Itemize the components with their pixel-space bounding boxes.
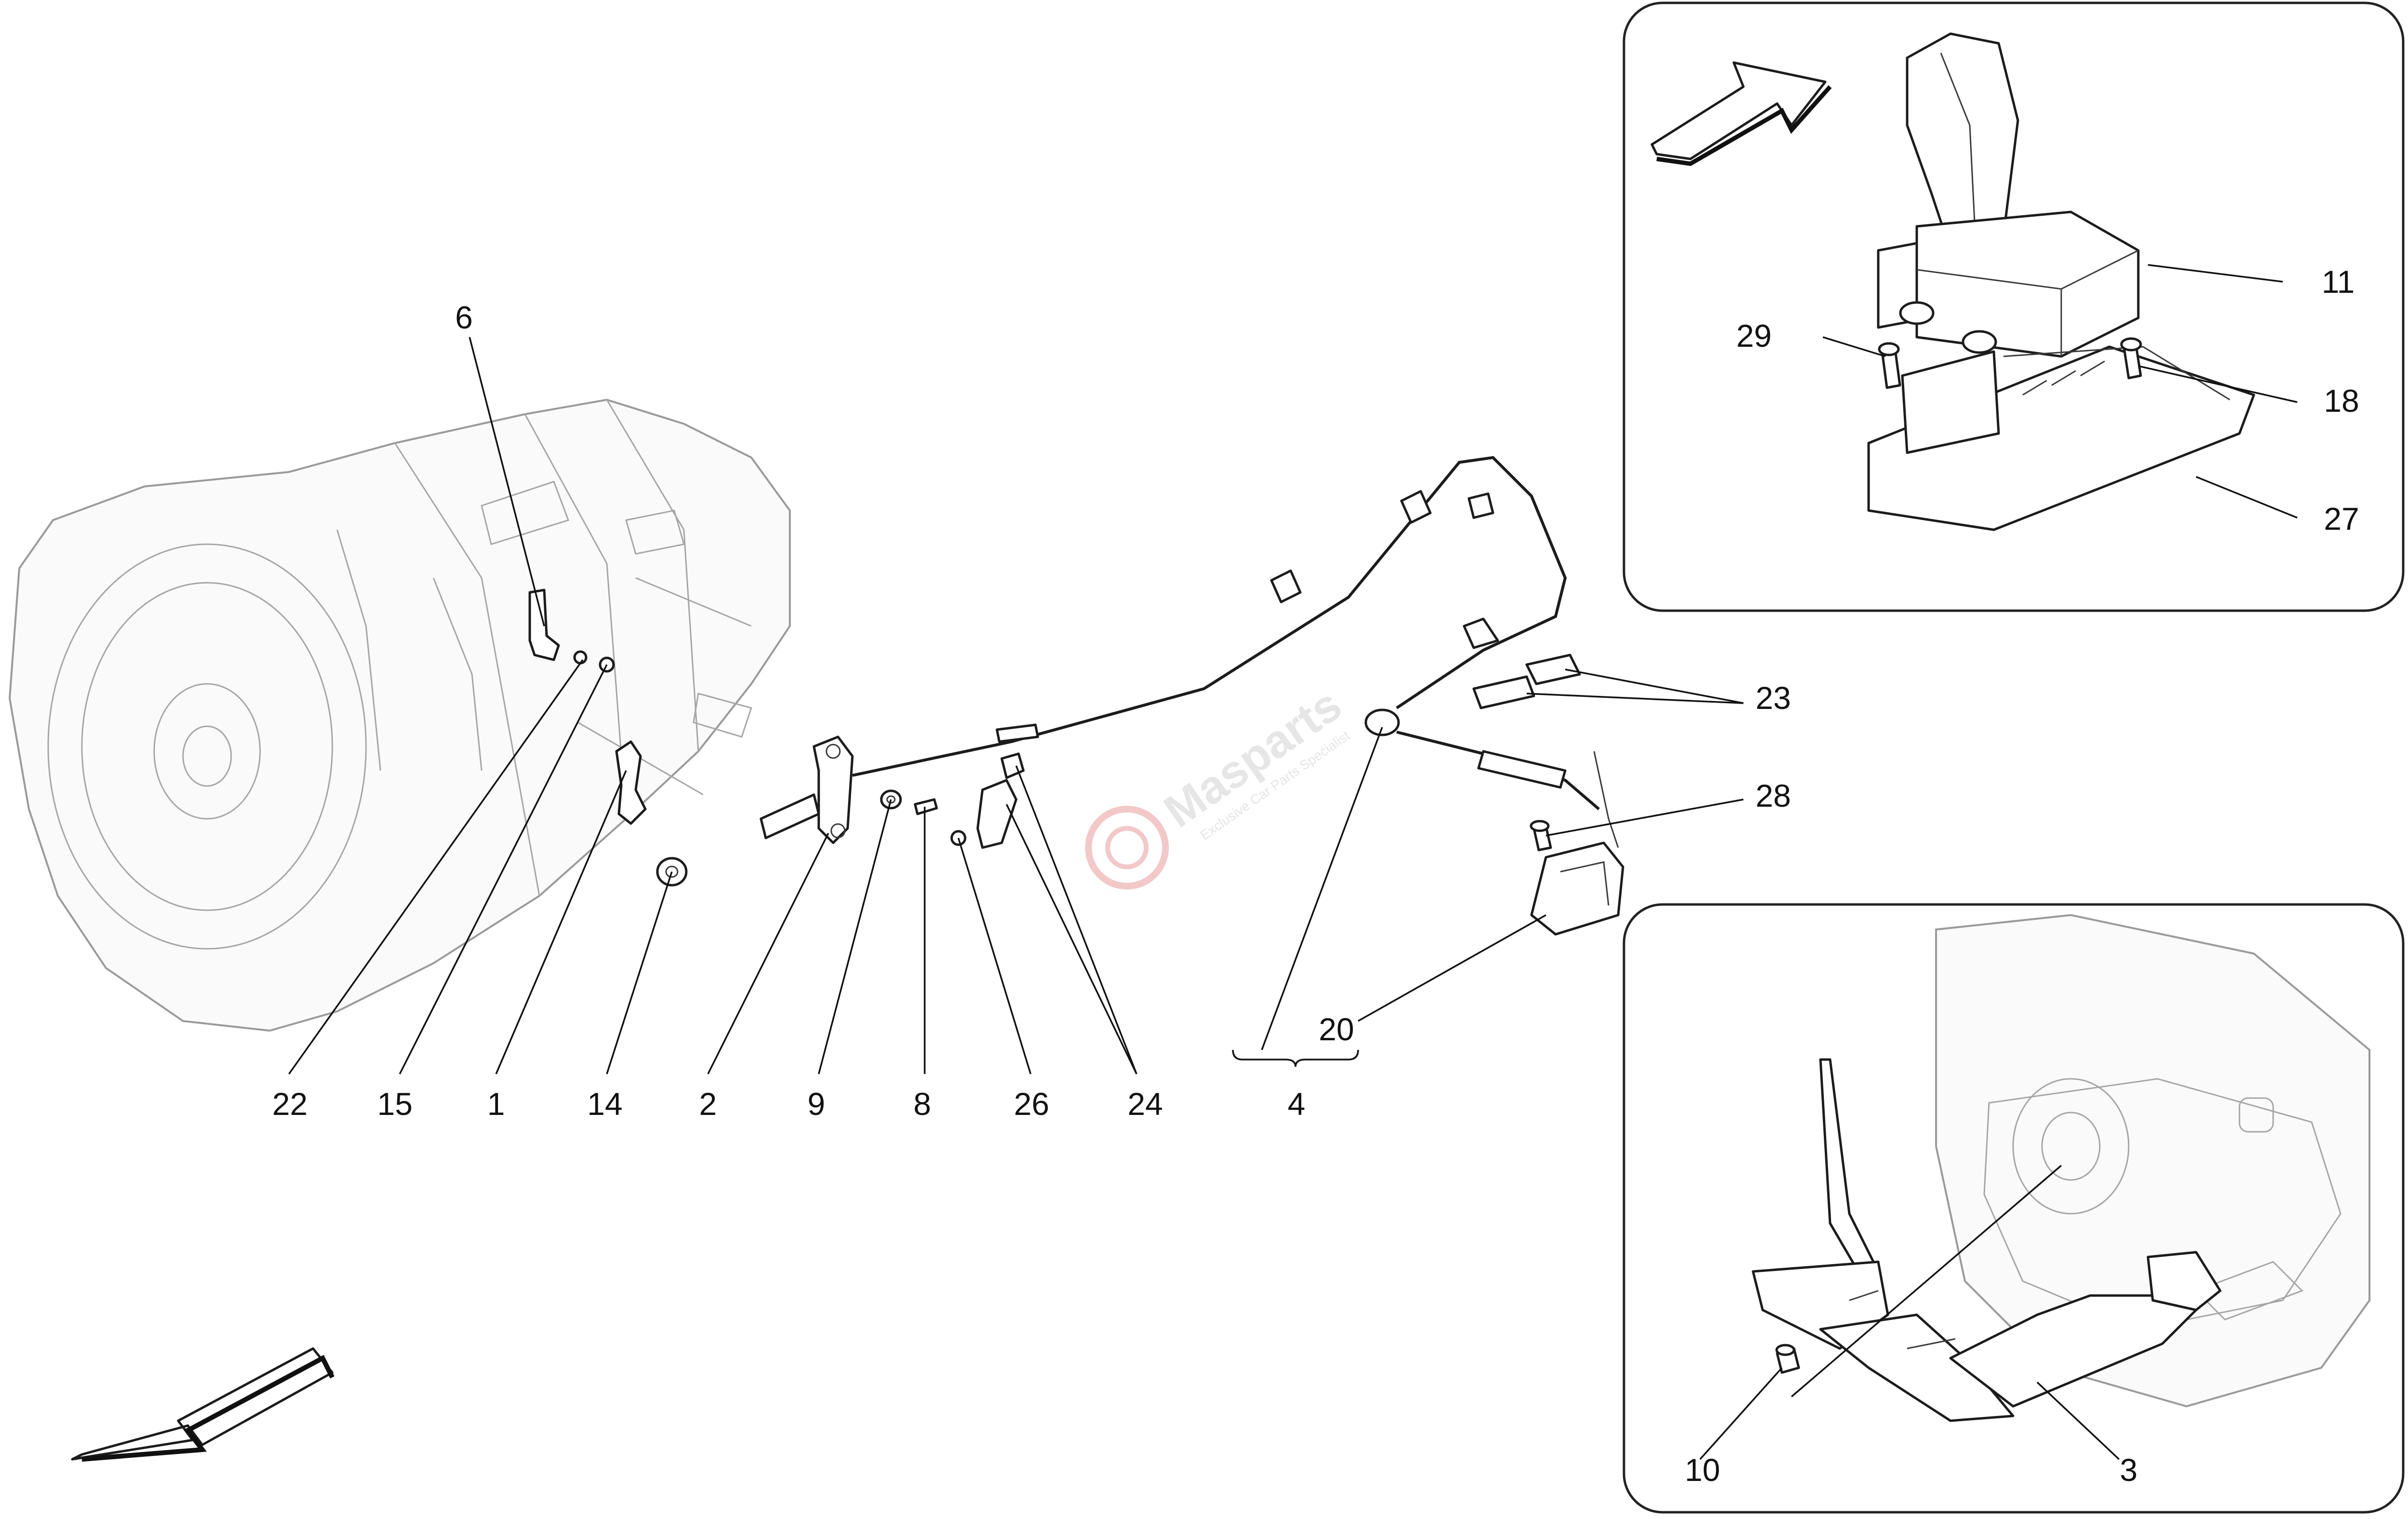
watermark: Masparts Exclusive Car Parts Specialist (1085, 679, 1353, 890)
callout-27: 27 (2324, 501, 2359, 537)
callout-22: 22 (272, 1086, 307, 1122)
callout-4: 4 (1288, 1086, 1306, 1122)
callout-14: 14 (587, 1086, 622, 1122)
lever-part-1 (615, 740, 647, 825)
callout-23: 23 (1755, 680, 1791, 716)
inset-paddle-panel (1623, 903, 2405, 1514)
callout-26: 26 (1014, 1086, 1049, 1122)
callout-1: 1 (487, 1086, 505, 1122)
bolt-part-22 (573, 650, 588, 665)
callout-24: 24 (1127, 1086, 1163, 1122)
leader-lines (288, 337, 1744, 1075)
callout-11: 11 (2322, 264, 2355, 300)
clip-part-23 (1472, 654, 1581, 709)
callout-28: 28 (1755, 778, 1791, 813)
bracket-part-20 (1530, 751, 1624, 936)
direction-arrow-icon (71, 1347, 335, 1462)
callout-2: 2 (699, 1086, 717, 1122)
bolt-part-28 (1530, 820, 1552, 851)
watermark-logo-icon (1085, 806, 1169, 890)
callout-18: 18 (2324, 383, 2359, 419)
callout-8: 8 (914, 1086, 931, 1122)
callout-20: 20 (1319, 1011, 1354, 1047)
callout-3: 3 (2120, 1452, 2138, 1488)
callout-29: 29 (1736, 318, 1771, 354)
transmission-housing (8, 398, 791, 1032)
callout-9: 9 (808, 1086, 825, 1122)
callout-labels: 6 22 15 1 14 2 9 8 26 24 4 20 23 28 11 2… (272, 264, 2359, 1488)
bolt-part-8 (914, 798, 938, 815)
callout-10: 10 (1685, 1452, 1720, 1488)
callout-15: 15 (377, 1086, 412, 1122)
selector-lever-part-2 (759, 735, 854, 844)
inset-shifter-panel (1623, 1, 2405, 612)
callout-6: 6 (455, 300, 473, 335)
shift-cable-part-4 (852, 456, 1600, 811)
